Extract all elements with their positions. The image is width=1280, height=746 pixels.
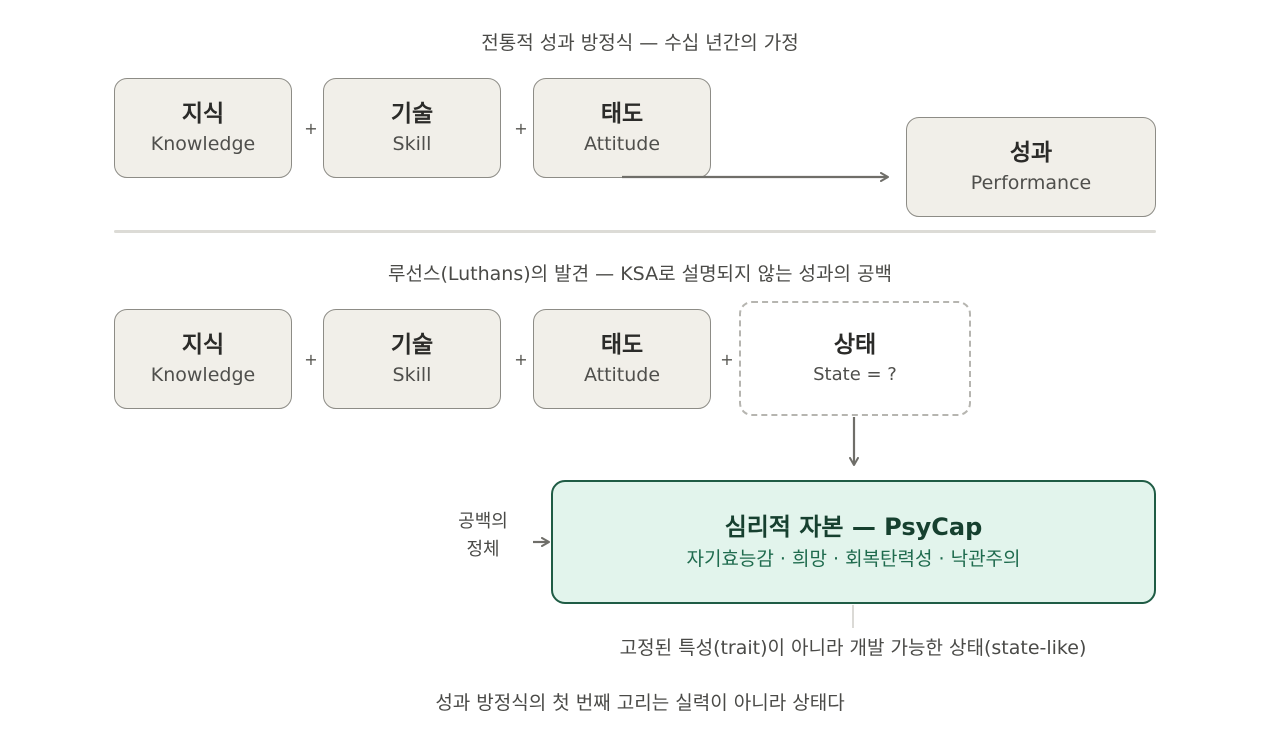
psycap-box: 심리적 자본 — PsyCap 자기효능감 · 희망 · 회복탄력성 · 낙관주…	[551, 480, 1156, 604]
skill-title: 기술	[390, 101, 434, 127]
plus-sign: +	[514, 119, 528, 138]
state-like-note: 고정된 특성(trait)이 아니라 개발 가능한 상태(state-like)	[619, 637, 1087, 659]
knowledge-subtitle: Knowledge	[150, 364, 256, 386]
performance-box: 성과 Performance	[906, 117, 1156, 217]
performance-subtitle: Performance	[970, 172, 1092, 194]
skill-title: 기술	[390, 332, 434, 358]
knowledge-box-top: 지식 Knowledge	[114, 78, 292, 178]
knowledge-subtitle: Knowledge	[150, 133, 256, 155]
section-divider	[114, 230, 1156, 233]
attitude-subtitle: Attitude	[583, 364, 661, 386]
knowledge-title: 지식	[181, 101, 225, 127]
psycap-components: 자기효능감 · 희망 · 회복탄력성 · 낙관주의	[686, 548, 1021, 570]
performance-title: 성과	[1009, 140, 1053, 166]
skill-box-top: 기술 Skill	[323, 78, 501, 178]
attitude-title: 태도	[600, 101, 644, 127]
skill-subtitle: Skill	[392, 364, 432, 386]
plus-sign: +	[304, 119, 318, 138]
state-subtitle: State = ?	[813, 363, 897, 385]
attitude-box-bottom: 태도 Attitude	[533, 309, 711, 409]
footer-caption: 성과 방정식의 첫 번째 고리는 실력이 아니라 상태다	[435, 692, 845, 714]
gap-label: 공백의 정체	[440, 508, 526, 564]
attitude-title: 태도	[600, 332, 644, 358]
state-title: 상태	[833, 331, 877, 358]
gap-label-line2: 정체	[466, 539, 500, 560]
state-box: 상태 State = ?	[739, 301, 971, 416]
psycap-title: 심리적 자본 — PsyCap	[724, 513, 983, 541]
skill-subtitle: Skill	[392, 133, 432, 155]
bottom-caption: 루선스(Luthans)의 발견 — KSA로 설명되지 않는 성과의 공백	[388, 263, 892, 285]
plus-sign: +	[514, 350, 528, 369]
knowledge-box-bottom: 지식 Knowledge	[114, 309, 292, 409]
skill-box-bottom: 기술 Skill	[323, 309, 501, 409]
attitude-box-top: 태도 Attitude	[533, 78, 711, 178]
attitude-subtitle: Attitude	[583, 133, 661, 155]
plus-sign: +	[720, 350, 734, 369]
plus-sign: +	[304, 350, 318, 369]
knowledge-title: 지식	[181, 332, 225, 358]
gap-label-line1: 공백의	[458, 511, 508, 532]
top-caption: 전통적 성과 방정식 — 수십 년간의 가정	[481, 32, 799, 54]
